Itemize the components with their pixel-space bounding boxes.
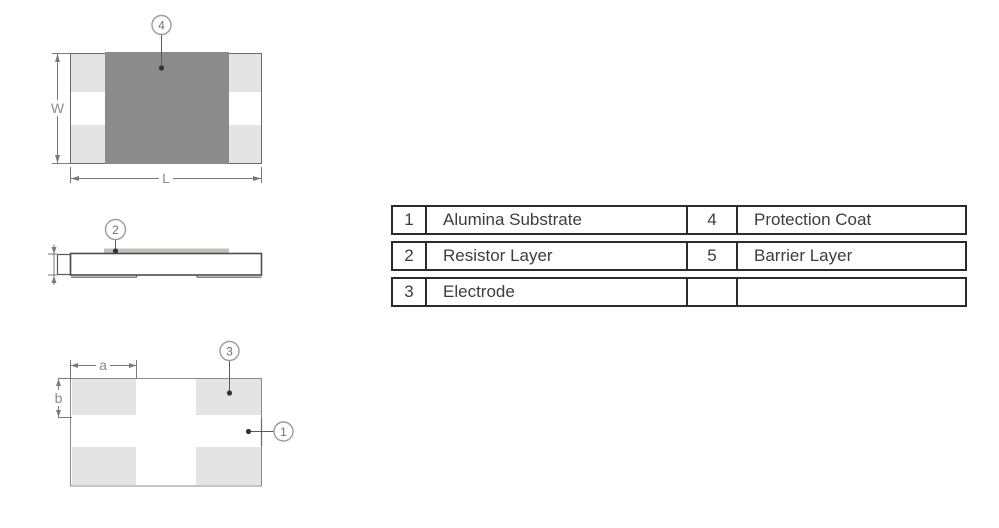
dim-thickness [48,244,57,285]
legend-label-empty [738,279,965,305]
top-view-pad-bottom-left [71,125,105,163]
dim-thickness-arrow-bottom [51,275,57,283]
dim-a-arrow-left [70,363,78,368]
legend-table: 1 Alumina Substrate 4 Protection Coat 2 … [391,205,967,307]
dim-b-arrow-bottom [56,410,61,417]
callout-1-circle [273,421,294,442]
top-view-pad-bottom-right [227,125,261,163]
side-view-resistor-strip [104,248,229,254]
callout-4-circle [151,14,172,36]
bottom-view-pad-top-right [196,379,261,415]
dim-b-label-bg [52,390,65,406]
legend-label-protection-coat: Protection Coat [754,210,872,229]
legend-label-electrode: Electrode [427,279,688,305]
legend-label-barrier-layer: Barrier Layer [754,246,853,265]
top-view-pad-top-right [227,54,261,92]
legend-num-resistor-layer: 2 [393,243,427,269]
legend-row-2: 2 Resistor Layer 5 Barrier Layer [391,241,967,271]
dim-W-label: W [51,100,65,116]
side-view: 2 [48,218,263,285]
legend-num-protection-coat: 4 [688,207,738,233]
dim-b-arrow-top [56,379,61,386]
dim-a-label-bg [96,357,110,372]
callout-3-circle [219,340,240,362]
legend-label-substrate: Alumina Substrate [427,207,688,233]
dim-W-label-bg [50,100,65,116]
dim-b-label: b [55,390,63,406]
dim-L-arrow-right [253,176,261,181]
callout-4-number: 4 [158,19,165,33]
legend-row-1: 1 Alumina Substrate 4 Protection Coat [391,205,967,235]
dim-thickness-arrow-top [51,247,57,254]
bottom-view: a b 3 1 [52,340,294,487]
legend-num-barrier-layer: 5 [688,243,738,269]
legend-num-electrode: 3 [393,279,427,305]
side-view-bottom-electrodes [71,274,262,278]
legend-num-substrate: 1 [393,207,427,233]
dim-a-arrow-right [129,363,137,368]
callout-1-dot [245,428,252,435]
callout-2-dot [112,248,119,254]
dim-L-arrow-left [71,176,79,181]
callout-4-dot [158,65,165,71]
bottom-view-pad-bottom-right [196,447,261,485]
dim-L-label-bg [159,170,173,186]
callout-2-circle [104,218,127,241]
legend-label-resistor-layer: Resistor Layer [427,243,688,269]
dim-L-label: L [162,170,170,186]
top-view-protection-coat [105,52,229,164]
bottom-view-pad-bottom-left [72,447,136,485]
dim-W-arrow-down [55,155,60,163]
dim-a-label: a [99,357,107,373]
callout-2-number: 2 [112,223,119,237]
dim-W-arrow-up [55,54,60,62]
legend-row-3: 3 Electrode [391,277,967,307]
top-view-pad-top-left [71,54,105,92]
bottom-view-pad-top-left [72,379,136,415]
legend-num-empty [688,279,738,305]
callout-1-number: 1 [280,425,287,439]
callout-3-dot [226,390,233,396]
callout-3-number: 3 [226,345,233,359]
side-view-body [69,252,263,276]
side-view-left-termination [56,253,72,276]
top-view: W L 4 [50,14,262,186]
